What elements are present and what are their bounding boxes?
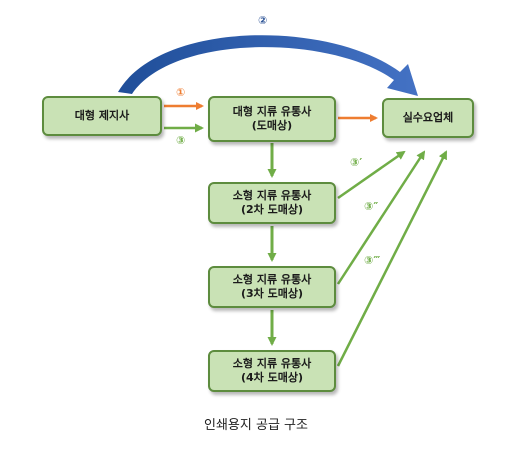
- node-small-distributor-4-line1: 소형 지류 유통사: [232, 357, 312, 370]
- route2-label: ②: [258, 14, 268, 27]
- node-small-distributor-3-line2: (3차 도매상): [240, 287, 304, 300]
- node-small-distributor-4: 소형 지류 유통사 (4차 도매상): [208, 350, 336, 392]
- route1-label: ①: [176, 86, 186, 99]
- node-large-distributor-line1: 대형 지류 유통사: [232, 105, 312, 118]
- route3c-label: ③‴: [364, 254, 381, 267]
- route3b-label: ③″: [364, 200, 379, 213]
- node-manufacturer: 대형 제지사: [42, 96, 162, 136]
- route3b-arrow: [336, 150, 426, 285]
- node-small-distributor-2-line2: (2차 도매상): [240, 203, 304, 216]
- node-large-distributor-line2: (도매상): [251, 119, 293, 132]
- node-small-distributor-3: 소형 지류 유통사 (3차 도매상): [208, 266, 336, 308]
- node-small-distributor-2: 소형 지류 유통사 (2차 도매상): [208, 182, 336, 224]
- route3a-arrow: [337, 150, 406, 200]
- route3a-label: ③′: [350, 156, 363, 169]
- diagram-caption: 인쇄용지 공급 구조: [204, 418, 308, 433]
- node-large-distributor: 대형 지류 유통사 (도매상): [208, 96, 336, 142]
- node-manufacturer-line1: 대형 제지사: [74, 109, 130, 122]
- route3-label: ③: [176, 134, 186, 147]
- node-small-distributor-3-line1: 소형 지류 유통사: [232, 273, 312, 286]
- route2-arrow: [118, 35, 418, 96]
- node-end-user: 실수요업체: [382, 98, 474, 138]
- node-small-distributor-4-line2: (4차 도매상): [240, 371, 304, 384]
- route3c-arrow: [336, 150, 448, 367]
- node-end-user-line1: 실수요업체: [402, 111, 454, 124]
- node-small-distributor-2-line1: 소형 지류 유통사: [232, 189, 312, 202]
